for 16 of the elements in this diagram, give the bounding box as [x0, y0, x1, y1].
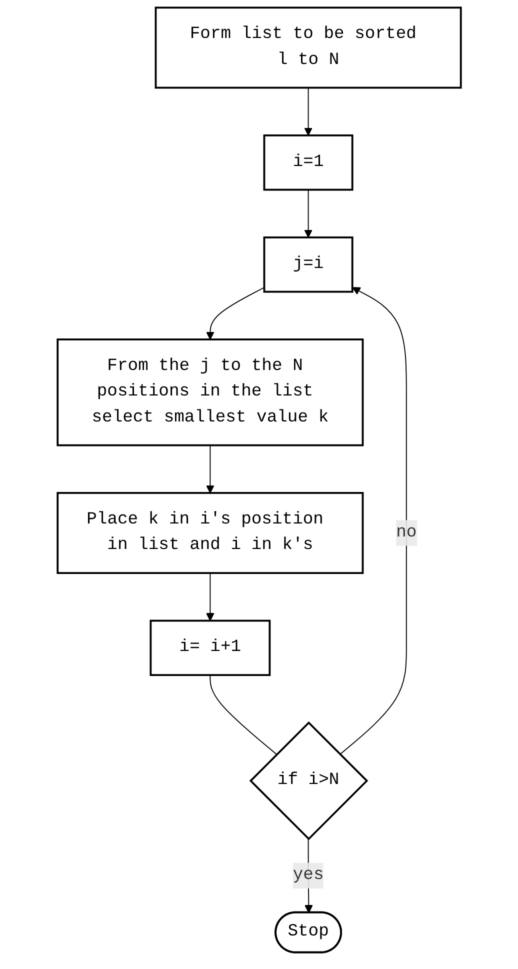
arrow: [206, 287, 264, 340]
edge-label: no: [396, 522, 416, 542]
node-box: j=i: [263, 236, 354, 293]
node-box: i=1: [263, 134, 354, 191]
node-box: Form list to be sorted l to N: [154, 6, 462, 89]
node-box: i= i+1: [149, 620, 270, 676]
node-box: From the j to the N positions in the list select smallest value k: [56, 338, 364, 446]
node-diamond: if i>N: [249, 721, 368, 840]
arrow: [304, 87, 312, 136]
arrow: [304, 189, 312, 238]
node-box: Place k in i's position in list and i in k's: [56, 492, 364, 574]
arrow: [339, 287, 407, 755]
edge-label: yes: [292, 866, 324, 885]
connector: [209, 674, 277, 755]
arrow: [206, 444, 214, 494]
arrow: [206, 572, 214, 622]
